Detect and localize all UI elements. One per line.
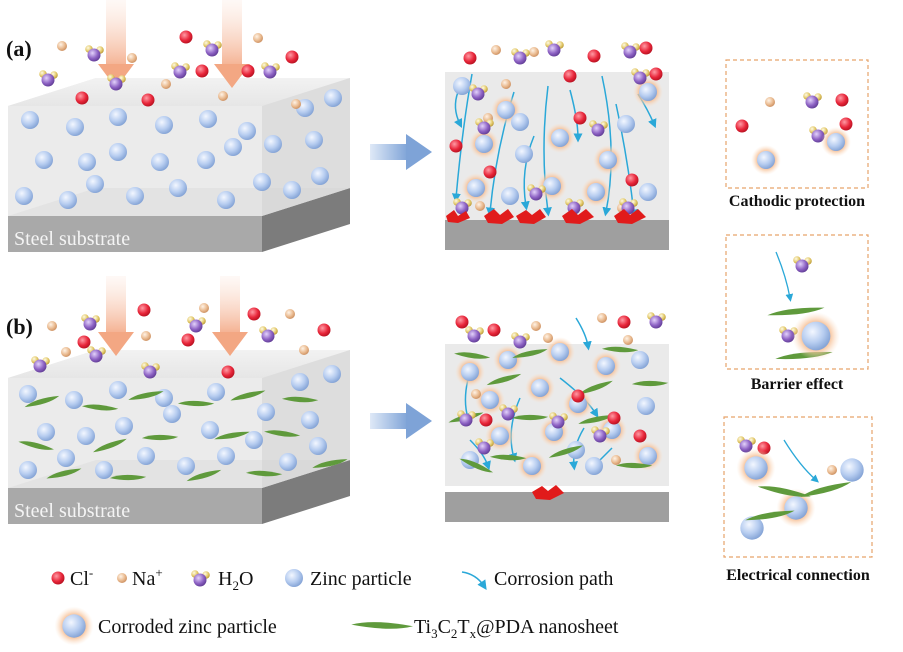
panel-b-incoming-arrows	[98, 276, 248, 356]
panel-a-corroded-substrate	[445, 220, 669, 250]
mechanism-box-electrical	[723, 416, 873, 558]
legend-nanosheet-sub1: 3	[431, 626, 438, 641]
legend-nanosheet-sub2: 2	[451, 626, 458, 641]
panel-a-label: (a)	[6, 36, 32, 61]
corrosion-path-icon	[461, 571, 487, 590]
svg-text:Cl-: Cl-	[70, 565, 93, 590]
legend-chloride-sup: -	[89, 565, 93, 580]
legend-nanosheet-ti: Ti	[414, 616, 432, 638]
legend-chloride: Cl-	[51, 565, 93, 590]
panel-a-corrosion-pits	[446, 209, 646, 224]
steel-substrate-front	[8, 216, 262, 252]
panel-b-label: (b)	[6, 314, 33, 339]
legend-sodium-sup: +	[155, 565, 162, 580]
legend-corrosion-path-label: Corrosion path	[494, 568, 613, 590]
legend-chloride-label: Cl	[70, 568, 89, 590]
legend-zinc: Zinc particle	[285, 568, 412, 590]
legend-water-sub: 2	[232, 578, 239, 593]
svg-text:H2O: H2O	[218, 568, 253, 593]
panel-a-incoming-arrows	[98, 0, 250, 88]
panel-a-substrate-label: Steel substrate	[14, 228, 130, 250]
svg-text:Ti3C2Tx@PDA nanosheet: Ti3C2Tx@PDA nanosheet	[414, 616, 619, 641]
legend-nanosheet-t: T	[457, 616, 469, 638]
steel-substrate-front-b	[8, 488, 262, 524]
legend-nanosheet-c: C	[438, 616, 451, 638]
panel-a-corroded-coating	[445, 40, 669, 250]
legend-nanosheet-rest: @PDA nanosheet	[476, 616, 619, 638]
panel-b-corroded-substrate	[445, 492, 669, 522]
mechanism-label-electrical: Electrical connection	[726, 567, 870, 584]
nanosheet-icon	[351, 618, 414, 633]
legend-water-o: O	[239, 568, 253, 590]
legend-corroded-zinc: Corroded zinc particle	[54, 606, 277, 646]
process-arrow-b	[370, 403, 432, 439]
panel-b-corrosion-pit	[532, 485, 564, 500]
mechanism-box-cathodic	[725, 59, 869, 189]
mechanism-label-barrier: Barrier effect	[751, 376, 844, 393]
legend-nanosheet-sub3: x	[470, 626, 477, 641]
svg-text:Na+: Na+	[132, 565, 163, 590]
legend-corrosion-path: Corrosion path	[461, 568, 613, 590]
mechanism-box-barrier	[725, 234, 869, 370]
legend-sodium-label: Na	[132, 568, 155, 590]
legend-water-h: H	[218, 568, 232, 590]
mechanism-label-cathodic: Cathodic protection	[729, 193, 865, 210]
legend: Cl- Na+ H2O Zinc particle Corrosion path…	[51, 565, 619, 646]
coating-top-face	[8, 78, 350, 106]
legend-corroded-zinc-label: Corroded zinc particle	[98, 616, 277, 638]
legend-nanosheet: Ti3C2Tx@PDA nanosheet	[351, 616, 619, 641]
process-arrow-a	[370, 134, 432, 170]
legend-water: H2O	[191, 568, 253, 593]
panel-b-corroded-coating	[445, 312, 669, 522]
panel-b-substrate-label: Steel substrate	[14, 500, 130, 522]
legend-sodium: Na+	[117, 565, 163, 590]
legend-zinc-label: Zinc particle	[310, 568, 412, 590]
